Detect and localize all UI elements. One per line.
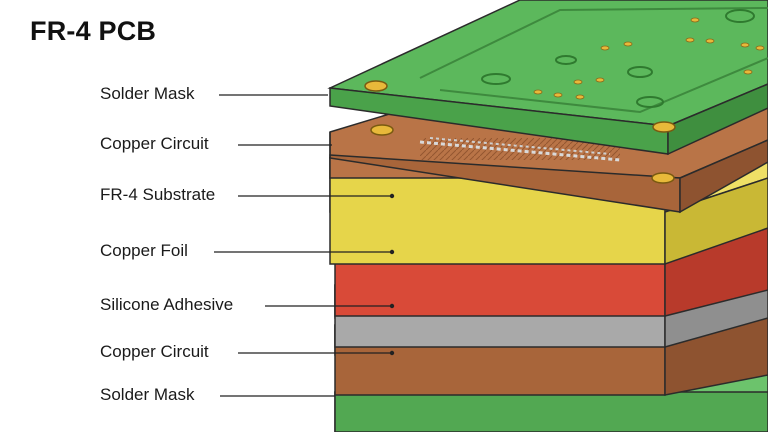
label-copper-foil: Copper Foil (100, 241, 188, 260)
diagram-title: FR-4 PCB (30, 16, 157, 46)
label-fr4-substrate: FR-4 Substrate (100, 185, 216, 204)
pad-icon (652, 121, 676, 133)
pad-icon (370, 124, 394, 136)
via-icon (636, 96, 664, 108)
pad-icon (651, 172, 675, 184)
via-icon (725, 9, 755, 23)
label-copper-circuit-bottom: Copper Circuit (100, 342, 209, 361)
pad-icon (364, 80, 388, 92)
label-silicone-adhesive: Silicone Adhesive (100, 295, 234, 314)
label-solder-mask-bottom: Solder Mask (100, 385, 195, 404)
label-solder-mask-top: Solder Mask (100, 84, 195, 103)
via-icon (627, 66, 653, 78)
leader-lines (214, 94, 392, 397)
label-copper-circuit-top: Copper Circuit (100, 134, 209, 153)
layer-solder-mask-top (327, 0, 768, 156)
via-icon (481, 73, 511, 85)
via-icon (555, 55, 577, 65)
